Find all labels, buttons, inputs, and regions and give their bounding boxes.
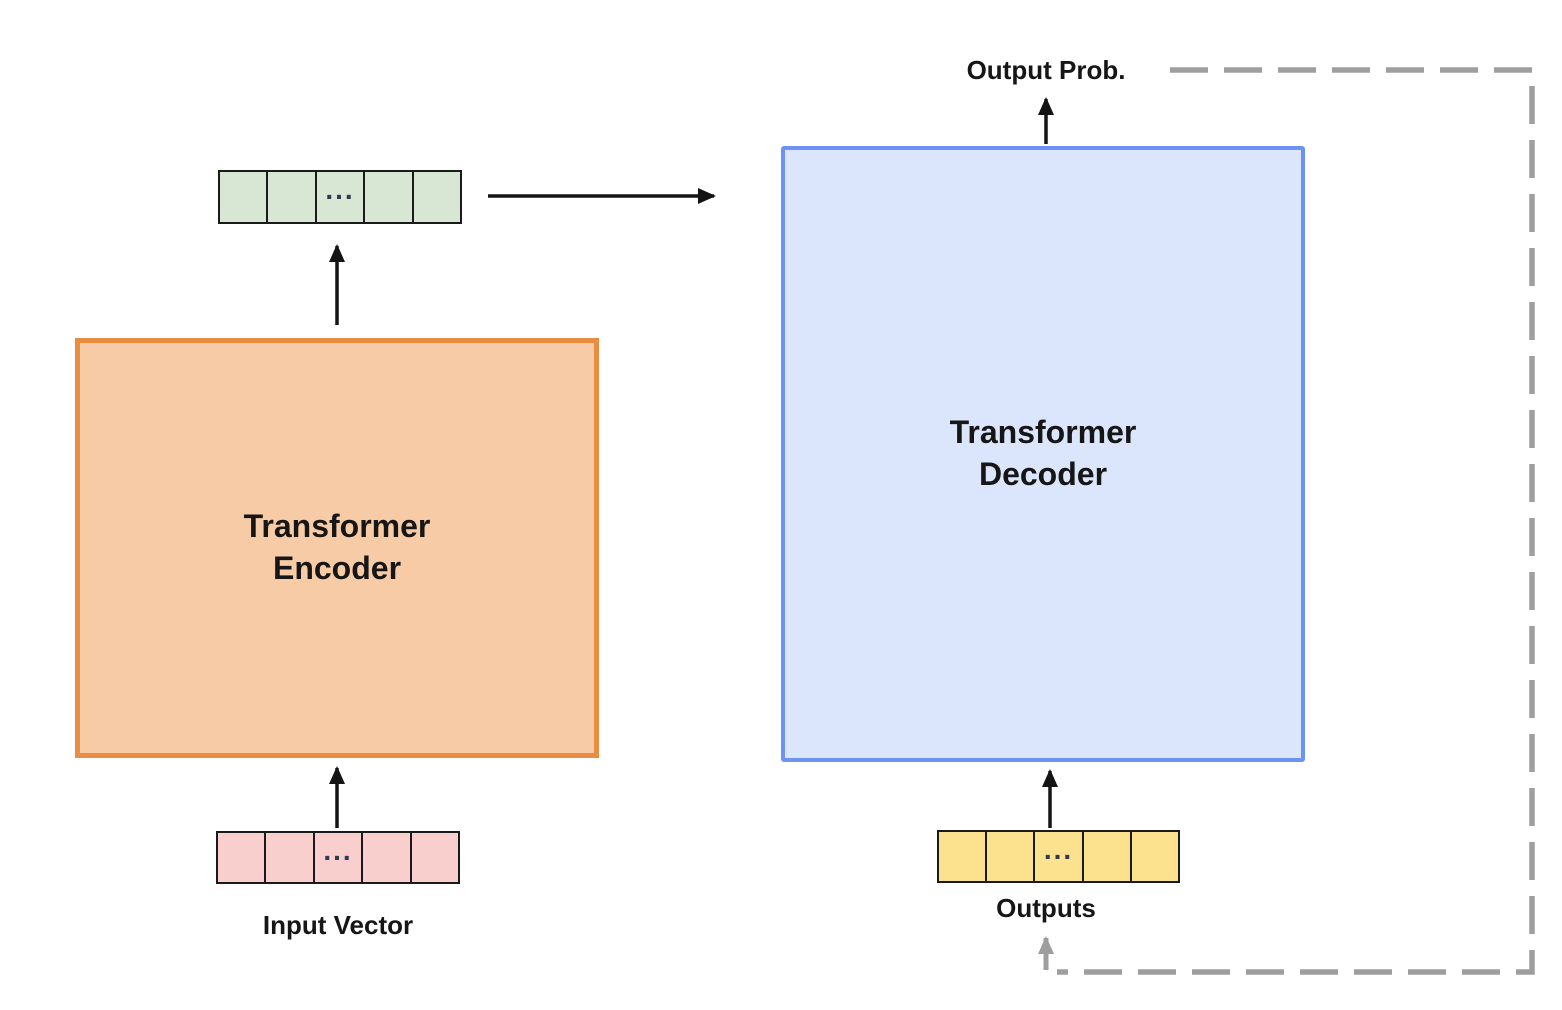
vector-cell — [266, 172, 314, 222]
transformer-decoder-box: Transformer Decoder — [781, 146, 1305, 762]
vector-cell — [1129, 832, 1178, 881]
vector-cell — [361, 833, 409, 882]
vector-cell — [220, 172, 266, 222]
vector-cell: ... — [1033, 832, 1081, 881]
encoder-label-line2: Encoder — [272, 550, 402, 586]
encoder-label-line1: Transformer — [243, 508, 431, 545]
input-vector: ... — [216, 831, 460, 884]
input-vector-label: Input Vector — [262, 910, 414, 940]
outputs-label: Outputs — [996, 893, 1096, 923]
vector-cell: ... — [312, 833, 361, 882]
vector-cell — [409, 833, 458, 882]
decoder-label-line2: Decoder — [978, 456, 1108, 492]
transformer-encoder-box: Transformer Encoder — [75, 338, 599, 758]
decoder-label-line1: Transformer — [949, 414, 1137, 451]
output-prob-label: Output Prob. — [966, 55, 1126, 85]
vector-cell — [939, 832, 985, 881]
vector-cell: ... — [314, 172, 363, 222]
vector-cell — [264, 833, 312, 882]
vector-cell — [363, 172, 411, 222]
outputs-vector: ... — [937, 830, 1180, 883]
encoded-vector: ... — [218, 170, 462, 224]
vector-cell — [1081, 832, 1130, 881]
vector-cell — [985, 832, 1033, 881]
vector-cell — [411, 172, 460, 222]
vector-cell — [218, 833, 264, 882]
